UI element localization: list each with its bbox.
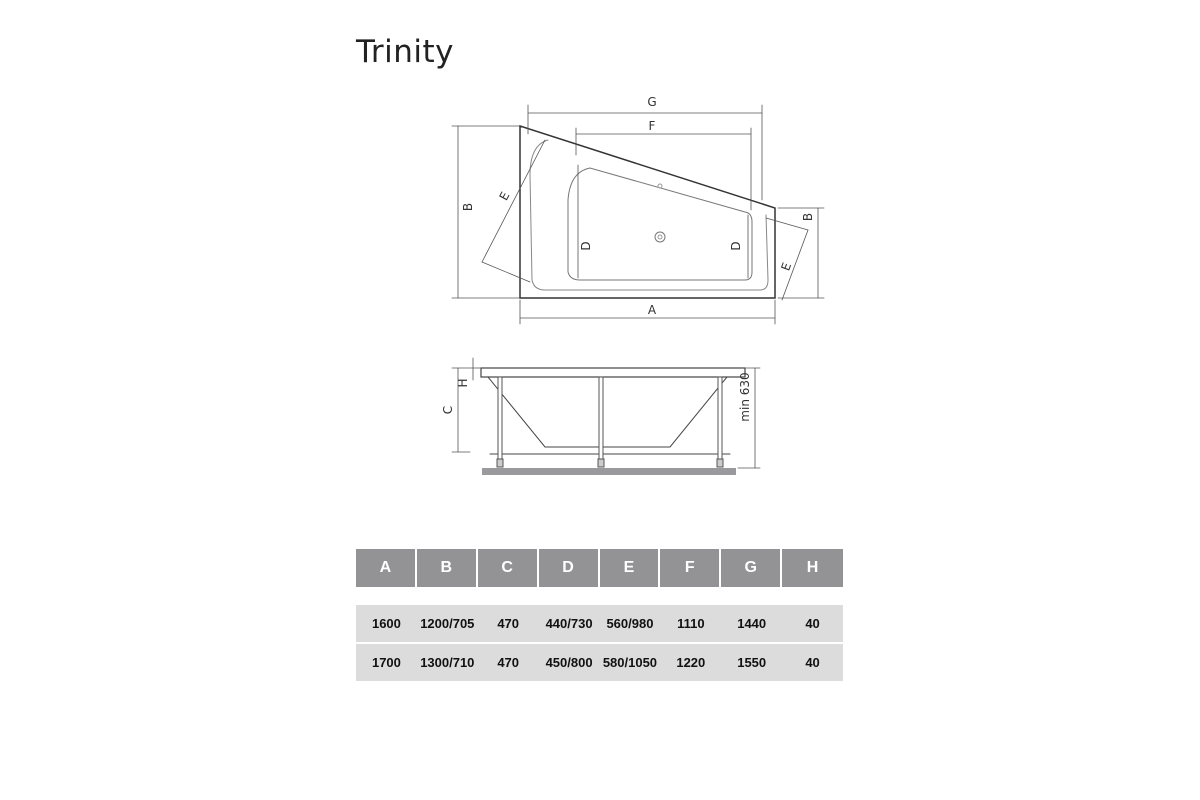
- tub-body: [487, 376, 728, 448]
- table-cell: 40: [782, 644, 843, 681]
- dim-label-g: G: [647, 95, 656, 109]
- table-cell: 1700: [356, 644, 417, 681]
- top-view: [451, 104, 825, 325]
- column-header-e: E: [599, 549, 661, 587]
- column-header-f: F: [660, 549, 722, 587]
- table-cell: 470: [477, 644, 539, 681]
- table-cell: 1600: [356, 605, 417, 644]
- table-cell: 1110: [660, 605, 722, 644]
- table-cell: 40: [782, 605, 843, 644]
- dim-label-e-left: E: [497, 189, 513, 202]
- floor: [482, 468, 736, 475]
- tub-basin: [567, 167, 753, 281]
- overflow-icon: [657, 183, 663, 189]
- table-cell: 1550: [721, 644, 783, 681]
- dim-label-a: A: [648, 303, 657, 317]
- tub-inner-rim: [529, 139, 769, 291]
- dim-label-c: C: [441, 406, 455, 414]
- dim-label-f: F: [649, 119, 656, 133]
- column-header-h: H: [782, 549, 843, 587]
- table-cell: 580/1050: [599, 644, 661, 681]
- tub-rim: [480, 367, 746, 378]
- dim-label-b-right: B: [801, 213, 815, 221]
- table-cell: 470: [477, 605, 539, 644]
- drain-icon: [654, 231, 666, 243]
- dim-label-min-height: min 630: [738, 372, 752, 421]
- dim-label-d-left: D: [579, 241, 593, 250]
- table-row: 1700 1300/710 470 450/800 580/1050 1220 …: [356, 644, 843, 681]
- table-cell: 560/980: [599, 605, 661, 644]
- table-header-row: A B C D E F G H: [356, 549, 843, 587]
- product-title: Trinity: [356, 34, 454, 70]
- tub-outline: [519, 124, 776, 299]
- table-cell: 1200/705: [416, 605, 478, 644]
- table-cell: 1440: [721, 605, 783, 644]
- table-cell: 1300/710: [416, 644, 478, 681]
- column-header-d: D: [538, 549, 600, 587]
- column-header-a: A: [356, 549, 417, 587]
- dim-label-h: H: [456, 378, 470, 387]
- dim-label-d-right: D: [729, 241, 743, 250]
- side-view: [451, 357, 761, 475]
- dim-label-e-right: E: [778, 261, 794, 273]
- dim-label-b-left: B: [461, 203, 475, 211]
- table-cell: 450/800: [538, 644, 600, 681]
- table-cell: 1220: [660, 644, 722, 681]
- column-header-g: G: [721, 549, 783, 587]
- dimensions-table: A B C D E F G H 1600 1200/705 470 440/73…: [356, 549, 843, 681]
- table-row: 1600 1200/705 470 440/730 560/980 1110 1…: [356, 605, 843, 644]
- column-header-b: B: [416, 549, 478, 587]
- column-header-c: C: [477, 549, 539, 587]
- table-cell: 440/730: [538, 605, 600, 644]
